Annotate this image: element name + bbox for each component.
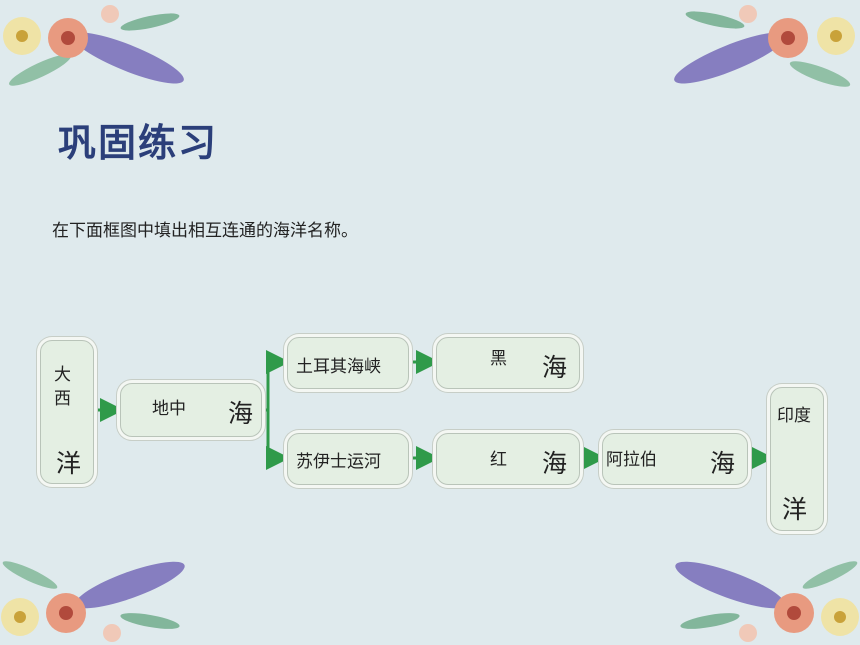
arabian-sea-label-small: 阿拉伯 (606, 450, 657, 470)
turkish-straits-label: 土耳其海峡 (296, 357, 381, 377)
box-black-sea (436, 337, 580, 389)
black-sea-label-small: 黑 (490, 349, 507, 369)
atlantic-label-2: 西 (54, 389, 71, 409)
atlantic-label-1: 大 (54, 365, 71, 385)
black-sea-label-big: 海 (542, 353, 568, 382)
indian-ocean-label-big: 洋 (782, 495, 808, 524)
box-red-sea (436, 433, 580, 485)
arabian-sea-label-big: 海 (710, 449, 736, 478)
floral-decoration-bottom-left (1, 561, 185, 642)
atlantic-label-3: 洋 (56, 449, 82, 478)
box-turkish-straits (287, 337, 409, 389)
floral-decoration-top-right (674, 5, 855, 87)
indian-ocean-label-small: 印度 (777, 406, 811, 426)
box-indian-ocean (770, 387, 824, 531)
box-arabian-sea (602, 433, 748, 485)
instruction-text: 在下面框图中填出相互连通的海洋名称。 (52, 221, 358, 241)
floral-decoration-top-left (3, 5, 184, 86)
box-mediterranean-sea (120, 383, 262, 437)
red-sea-label-small: 红 (490, 450, 507, 470)
slide-title: 巩固练习 (58, 121, 219, 165)
mediterranean-label-small: 地中 (152, 399, 186, 419)
mediterranean-label-big: 海 (228, 399, 254, 428)
floral-decoration-bottom-right (675, 561, 859, 642)
box-suez-canal (287, 433, 409, 485)
red-sea-label-big: 海 (542, 449, 568, 478)
suez-canal-label: 苏伊士运河 (296, 452, 381, 472)
box-atlantic-ocean (40, 340, 94, 484)
